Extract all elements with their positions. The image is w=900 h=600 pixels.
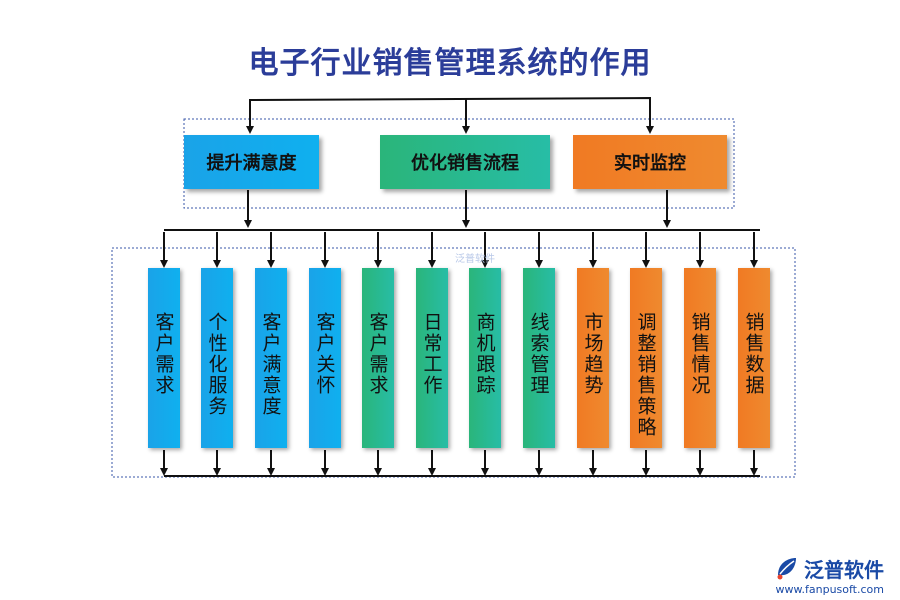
- column-label: 调整销售策略: [634, 312, 657, 438]
- column-label: 客户需求: [152, 312, 175, 396]
- fanpu-logo: 泛普软件: [774, 553, 884, 583]
- column-label: 商机跟踪: [473, 312, 496, 396]
- column-label: 客户需求: [366, 312, 389, 396]
- column-label: 客户满意度: [259, 312, 282, 417]
- column-box: 调整销售策略: [630, 268, 662, 448]
- logo-name: 泛普软件: [804, 557, 884, 582]
- column-box: 销售情况: [684, 268, 716, 448]
- column-box: 线索管理: [523, 268, 555, 448]
- column-label: 个性化服务: [205, 312, 228, 417]
- column-box: 日常工作: [416, 268, 448, 448]
- leaf-icon: [777, 558, 796, 580]
- column-label: 市场趋势: [581, 312, 604, 396]
- column-box: 客户关怀: [309, 268, 341, 448]
- column-label: 客户关怀: [313, 312, 336, 396]
- column-box: 客户需求: [148, 268, 180, 448]
- top-box-monitor: 实时监控: [573, 135, 727, 189]
- column-arrows: [160, 232, 758, 476]
- column-box: 客户需求: [362, 268, 394, 448]
- column-label: 销售数据: [742, 312, 765, 396]
- logo-url: www.fanpusoft.com: [775, 583, 884, 596]
- column-label: 线索管理: [527, 312, 550, 396]
- diagram-title: 电子行业销售管理系统的作用: [248, 46, 652, 81]
- column-box: 客户满意度: [255, 268, 287, 448]
- top-box-process: 优化销售流程: [380, 135, 550, 189]
- column-box: 销售数据: [738, 268, 770, 448]
- top-box-satisfaction: 提升满意度: [184, 135, 319, 189]
- top-box-label: 实时监控: [614, 153, 686, 174]
- column-box: 个性化服务: [201, 268, 233, 448]
- watermark: 泛普软件: [455, 254, 495, 265]
- top-bracket: [249, 96, 654, 134]
- column-label: 销售情况: [688, 312, 711, 396]
- column-box: 商机跟踪: [469, 268, 501, 448]
- column-box: 市场趋势: [577, 268, 609, 448]
- column-label: 日常工作: [420, 312, 443, 396]
- top-box-label: 优化销售流程: [411, 153, 519, 174]
- top-box-label: 提升满意度: [206, 153, 297, 174]
